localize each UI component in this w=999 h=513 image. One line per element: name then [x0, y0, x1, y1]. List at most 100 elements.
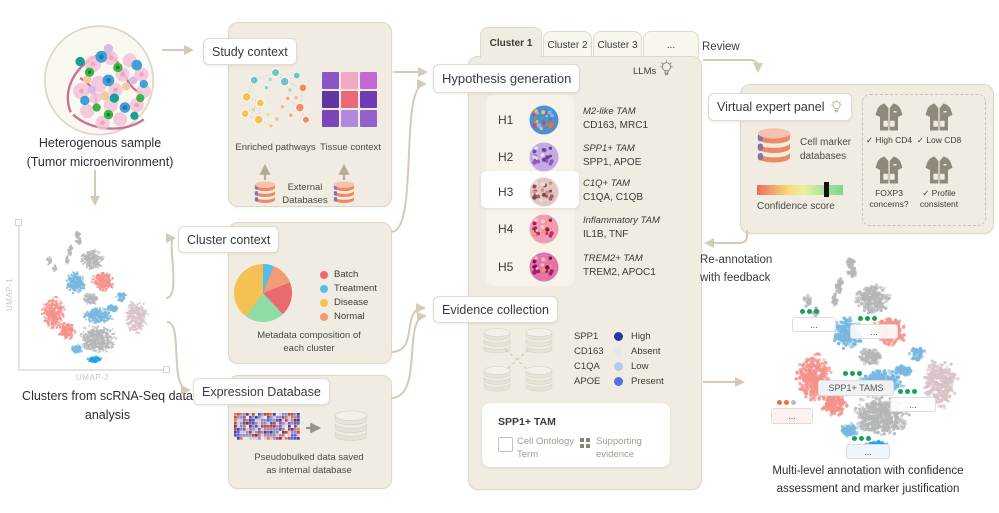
legend-dot	[320, 284, 328, 293]
hypothesis-name: Inflammatory TAM	[583, 215, 660, 226]
confidence-marker	[824, 182, 829, 197]
expert-coat-icon	[924, 155, 954, 185]
expert-group-box	[862, 94, 986, 226]
legend-item: Batch	[320, 269, 358, 280]
review-label: Review	[702, 41, 740, 53]
internal-database-icon	[334, 410, 368, 442]
ontology-term-label: Cell Ontology Term	[517, 436, 575, 460]
cell-marker-db-label: Cell marker databases	[800, 137, 852, 162]
result-card	[482, 403, 670, 467]
cluster-context-title: Cluster context	[178, 226, 280, 253]
expert-verdict: ✓ Profile consistent	[919, 188, 959, 209]
expert-verdict: ✓ Low CD8	[916, 135, 962, 145]
expert-panel-title: Virtual expert panel	[708, 93, 853, 121]
cluster-annotation: ...	[771, 408, 813, 424]
hypothesis-id: H4	[498, 222, 514, 236]
external-databases-label: External Databases	[282, 182, 328, 206]
evidence-database-icon	[525, 366, 553, 392]
legend-dot	[320, 298, 328, 307]
llms-label: LLMs	[633, 66, 657, 77]
cluster-annotation: ...	[850, 324, 898, 339]
cluster-annotation-spp1-tams: SPP1+ TAMS	[818, 380, 894, 396]
evidence-database-icon	[483, 328, 511, 354]
expression-level-dot	[614, 347, 623, 356]
legend-item: Normal	[320, 311, 365, 322]
legend-dot	[320, 312, 328, 321]
expression-level-dot	[614, 332, 623, 341]
hypothesis-thumbnail	[529, 252, 559, 282]
expression-db-title: Expression Database	[193, 378, 330, 405]
tab-cluster-1[interactable]: Cluster 1	[480, 27, 542, 58]
supporting-evidence-label: Supporting evidence	[596, 436, 642, 460]
hypothesis-thumbnail	[529, 177, 559, 207]
umap-x-label: UMAP-2	[76, 373, 110, 382]
tissue-label: Tissue context	[320, 142, 381, 153]
hypothesis-markers: TREM2, APOC1	[583, 267, 656, 278]
annotation-dots	[852, 436, 871, 441]
hypothesis-name: C1Q+ TAM	[583, 178, 631, 189]
umap-y-axis	[18, 223, 20, 371]
hypothesis-generation-title: Hypothesis generation	[433, 64, 581, 93]
hypothesis-name: M2-like TAM	[583, 106, 636, 117]
hypothesis-name: SPP1+ TAM	[583, 143, 635, 154]
sample-caption: Heterogenous sample (Tumor microenvironm…	[26, 136, 174, 169]
result-card-title: SPP1+ TAM	[498, 416, 556, 428]
expert-coat-icon	[874, 155, 904, 185]
legend-dot	[320, 270, 328, 279]
hypothesis-markers: C1QA, C1QB	[583, 192, 644, 203]
umap-caption: Clusters from scRNA-Seq data analysis	[22, 389, 193, 422]
tab-cluster-2[interactable]: Cluster 2	[543, 31, 592, 58]
cluster-annotation: ...	[792, 317, 836, 332]
hypothesis-thumbnail	[529, 142, 559, 172]
external-database-icon	[333, 180, 355, 204]
expression-db-caption: Pseudobulked data saved as internal data…	[254, 452, 364, 476]
legend-item: Disease	[320, 297, 368, 308]
external-database-icon	[254, 180, 276, 204]
hypothesis-thumbnail	[529, 214, 559, 244]
confidence-score-label: Confidence score	[757, 201, 835, 212]
hypothesis-id: H3	[498, 185, 514, 199]
hypothesis-thumbnail	[529, 105, 559, 135]
pathways-label: Enriched pathways	[235, 142, 316, 153]
expert-verdict: FOXP3 concerns?	[869, 188, 909, 209]
evidence-collection-title: Evidence collection	[433, 296, 559, 323]
hypothesis-id: H5	[498, 260, 514, 274]
evidence-database-icon	[483, 366, 511, 392]
confidence-score-bar	[757, 185, 843, 195]
expert-coat-icon	[874, 102, 904, 132]
final-umap-caption: Multi-level annotation with confidence a…	[772, 465, 964, 495]
evidence-row: SPP1 High	[574, 331, 651, 342]
umap-scatter	[40, 230, 150, 364]
expression-level-dot	[614, 377, 623, 386]
pathway-network	[240, 68, 310, 129]
cell-marker-database-icon	[756, 126, 792, 164]
hypothesis-name: TREM2+ TAM	[583, 253, 643, 264]
cluster-annotation: ...	[890, 397, 936, 412]
tab-more-clusters[interactable]: ...	[643, 31, 699, 58]
umap-y-label: UMAP-1	[5, 277, 15, 312]
annotated-umap-scatter	[794, 257, 960, 451]
legend-item: Treatment	[320, 283, 377, 294]
hypothesis-markers: SPP1, APOE	[583, 157, 642, 168]
hypothesis-markers: CD163, MRC1	[583, 120, 649, 131]
metadata-pie-chart	[234, 264, 292, 322]
evidence-database-icon	[525, 328, 553, 354]
axis-end-square	[15, 219, 22, 226]
cluster-context-caption: Metadata composition of each cluster	[257, 330, 361, 354]
ontology-term-icon	[498, 437, 513, 452]
hypothesis-id: H1	[498, 113, 514, 127]
lightbulb-icon	[659, 60, 674, 78]
tissue-image-grid	[322, 72, 377, 127]
evidence-row: C1QA Low	[574, 361, 649, 372]
axis-end-square	[163, 366, 170, 373]
cluster-annotation: ...	[846, 444, 890, 459]
expression-level-dot	[614, 362, 623, 371]
lightbulb-icon	[830, 99, 843, 115]
hypothesis-id: H2	[498, 150, 514, 164]
reannotation-label: Re-annotation with feedback	[700, 254, 773, 285]
expert-verdict: ✓ High CD4	[865, 135, 913, 145]
expert-coat-icon	[924, 102, 954, 132]
tab-cluster-3[interactable]: Cluster 3	[593, 31, 642, 58]
evidence-row: CD163 Absent	[574, 346, 661, 357]
